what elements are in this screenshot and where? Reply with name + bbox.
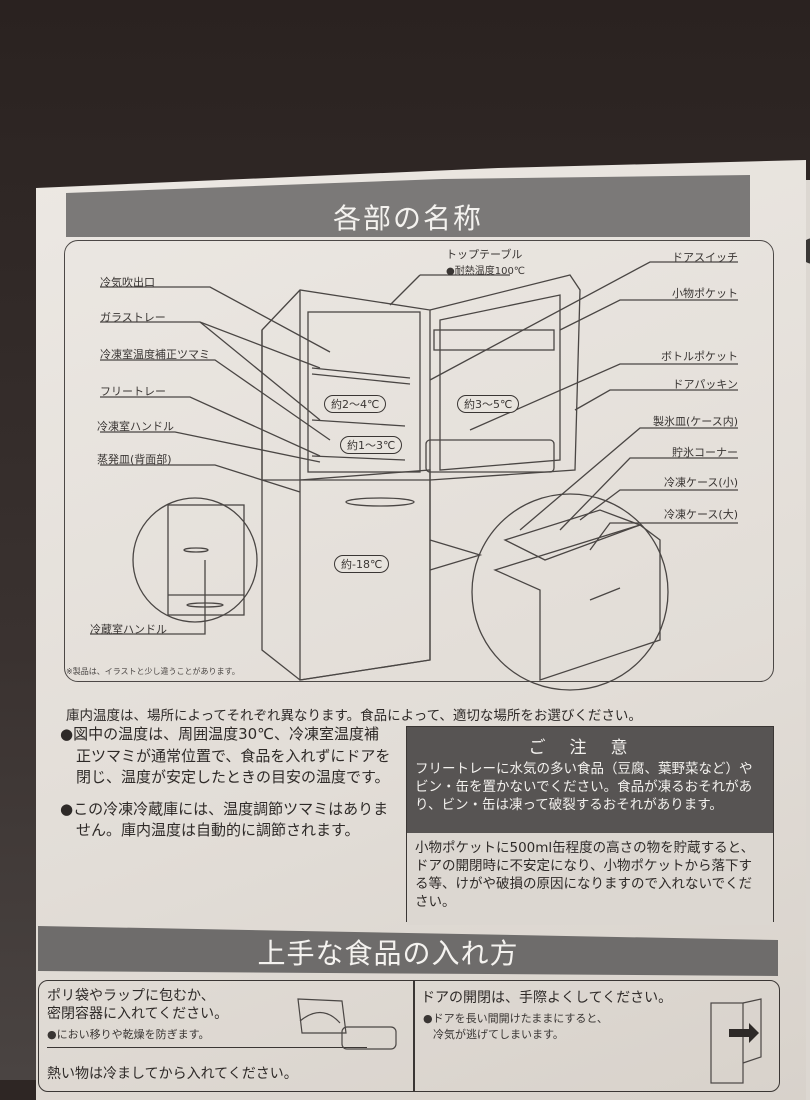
- fridge-door-open-icon: [710, 998, 762, 1084]
- temperature-notes: ●図中の温度は、周囲温度30℃、冷凍室温度補正ツマミが通常位置で、食品を入れずに…: [60, 724, 392, 852]
- tip-wrap-sub: ●におい移りや乾燥を防ぎます。: [47, 1028, 210, 1041]
- illustration-footnote: ※製品は、イラストと少し違うことがあります。: [66, 667, 240, 676]
- label-glass-tray: ガラストレー: [100, 311, 166, 324]
- section-title-storage: 上手な食品の入れ方: [257, 937, 519, 970]
- label-cold-air-outlet: 冷気吹出口: [100, 276, 155, 289]
- caution-box: ご注意 フリートレーに水気の多い食品（豆腐、葉野菜など）やビン・缶を置かないでく…: [406, 726, 774, 925]
- temp-badge-door: 約3～5℃: [457, 395, 520, 413]
- label-top-table: トップテーブル: [446, 248, 523, 261]
- label-fridge-handle: 冷蔵室ハンドル: [90, 623, 167, 636]
- label-door-switch: ドアスイッチ: [672, 251, 738, 264]
- tip-door-sub-2: 冷気が逃げてしまいます。: [433, 1028, 564, 1041]
- bullet-temperature-condition: ●図中の温度は、周囲温度30℃、冷凍室温度補正ツマミが通常位置で、食品を入れずに…: [60, 725, 391, 786]
- tip-cool-hot-food: 熱い物は冷ましてから入れてください。: [47, 1066, 298, 1082]
- tips-divider: [413, 981, 415, 1091]
- label-ice-tray: 製氷皿(ケース内): [652, 415, 738, 428]
- label-ice-storage: 貯氷コーナー: [672, 446, 738, 459]
- bullet-auto-adjust: ●この冷凍冷蔵庫には、温度調節ツマミはありません。庫内温度は自動的に調節されます…: [60, 799, 389, 840]
- storage-tips-box: ポリ袋やラップに包むか、 密閉容器に入れてください。 ●におい移りや乾燥を防ぎま…: [38, 980, 780, 1092]
- caution-title: ご注意: [528, 738, 652, 758]
- label-freezer-temp-knob: 冷凍室温度補正ツマミ: [100, 348, 210, 361]
- section-banner-parts: 各部の名称: [66, 175, 750, 237]
- label-top-table-heat: ●耐熱温度100℃: [446, 266, 526, 277]
- section-title-parts: 各部の名称: [332, 202, 483, 235]
- tip-wrap-heading-2: 密閉容器に入れてください。: [47, 1006, 229, 1022]
- caution-free-tray: フリートレーに水気の多い食品（豆腐、葉野菜など）やビン・缶を置かないでください。…: [415, 761, 753, 813]
- tip-separator: [47, 1047, 367, 1049]
- label-small-pocket: 小物ポケット: [672, 287, 738, 300]
- label-door-gasket: ドアパッキン: [672, 378, 738, 391]
- tip-door-heading: ドアの開閉は、手際よくしてください。: [421, 990, 673, 1006]
- caution-small-pocket: 小物ポケットに500ml缶程度の高さの物を貯蔵すると、ドアの開閉時に不安定になり…: [407, 833, 773, 925]
- temp-badge-freezer: 約-18℃: [334, 555, 390, 573]
- intro-text: 庫内温度は、場所によってそれぞれ異なります。食品によって、適切な場所をお選びくだ…: [66, 708, 642, 724]
- tip-door-sub-1: ●ドアを長い間開けたままにすると、: [423, 1012, 608, 1025]
- temp-badge-fridge: 約2～4℃: [324, 395, 387, 413]
- parts-diagram-frame: [64, 240, 774, 682]
- temp-badge-free-tray: 約1～3℃: [340, 436, 403, 454]
- label-freezer-handle: 冷凍室ハンドル: [97, 420, 174, 433]
- label-freezer-case-large: 冷凍ケース(大): [663, 508, 738, 521]
- label-bottle-pocket: ボトルポケット: [661, 350, 738, 363]
- label-free-tray: フリートレー: [100, 385, 166, 398]
- container-illustration-icon: [297, 998, 397, 1050]
- tip-wrap-heading-1: ポリ袋やラップに包むか、: [47, 988, 215, 1004]
- label-freezer-case-small: 冷凍ケース(小): [663, 476, 738, 489]
- label-evaporation-tray: 蒸発皿(背面部): [97, 453, 172, 466]
